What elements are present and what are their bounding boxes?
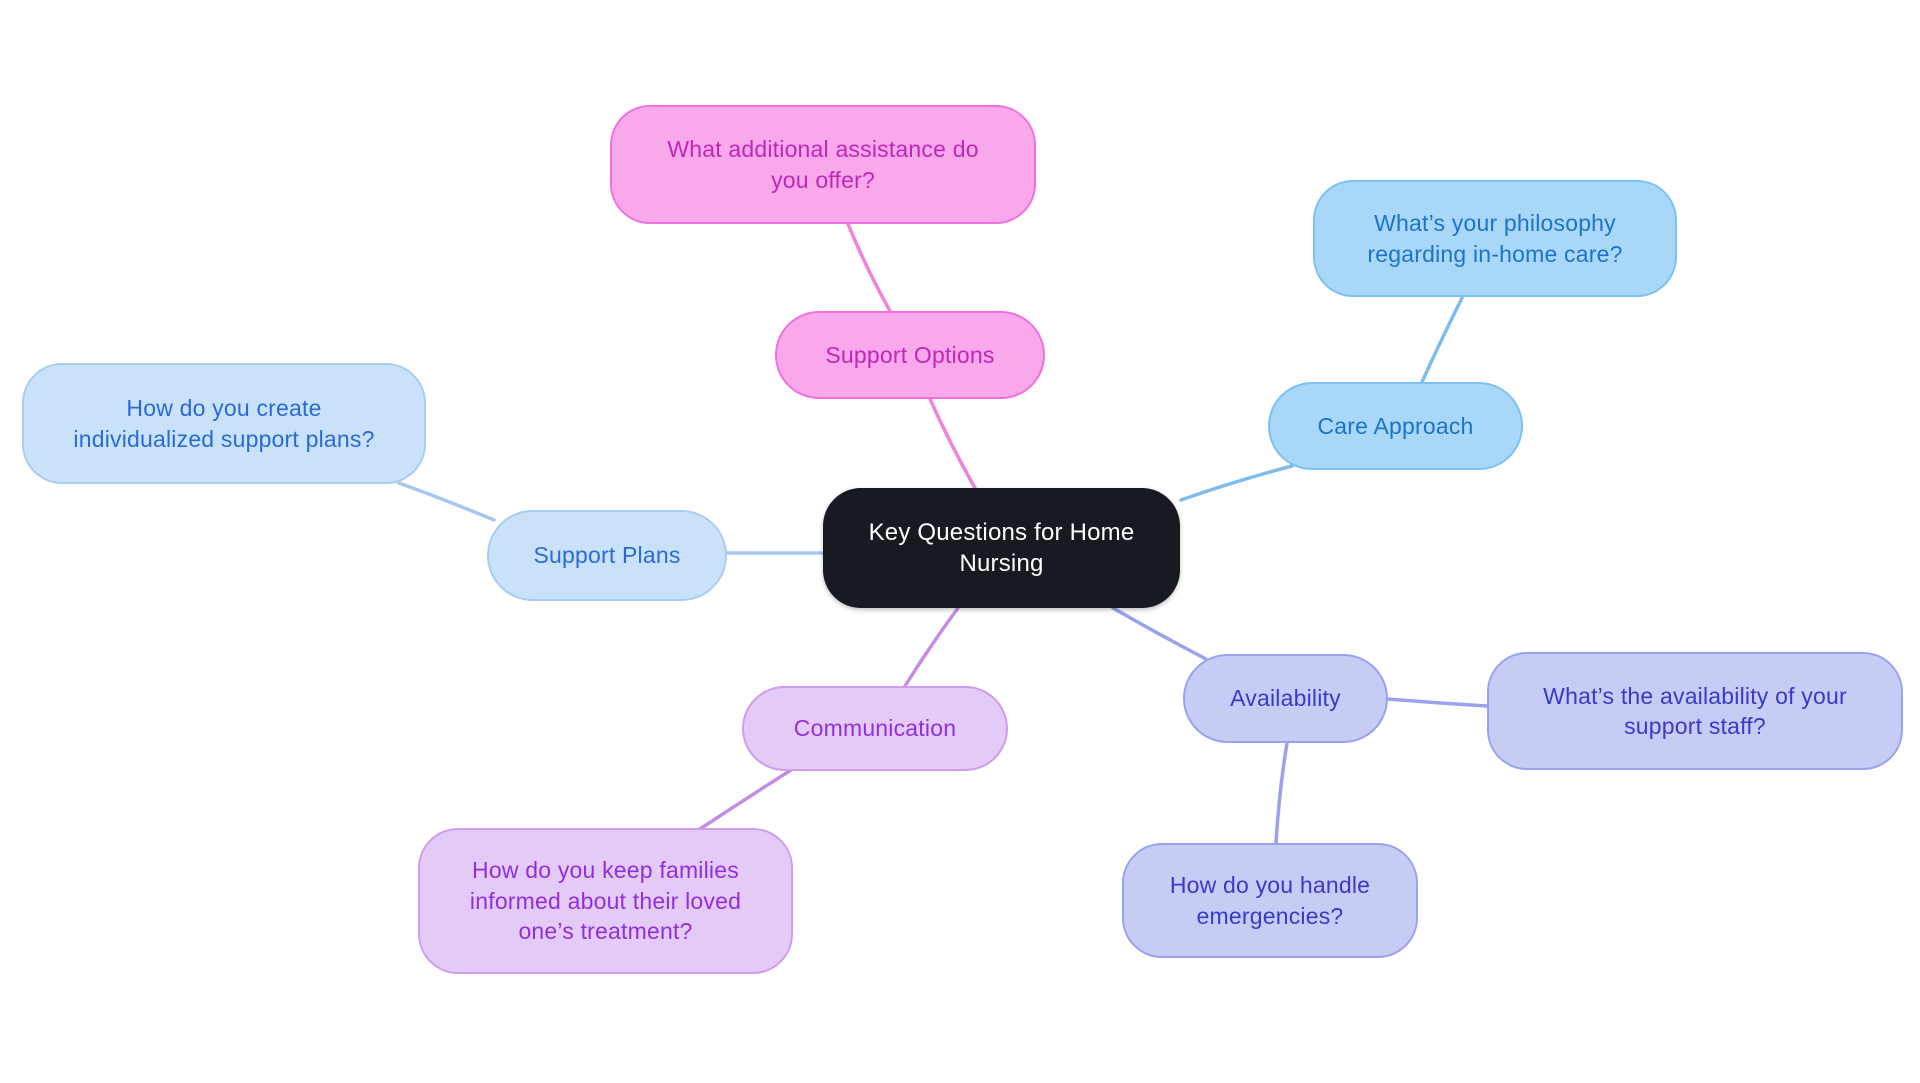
node-communication-label: Communication — [793, 715, 957, 742]
node-support-plans-label: Support Plans — [533, 542, 681, 569]
edge-central-availability — [1111, 606, 1208, 661]
node-handle-emergencies[interactable]: How do you handle emergencies? — [1122, 843, 1418, 958]
node-additional-assistance-label: What additional assistance do you offer? — [667, 136, 979, 193]
edge-central-communication — [903, 606, 960, 688]
node-handle-emergencies-label: How do you handle emergencies? — [1169, 872, 1371, 929]
edge-support-plans-child — [397, 481, 496, 522]
node-philosophy-label: What’s your philosophy regarding in-home… — [1367, 210, 1623, 267]
node-central-label: Key Questions for Home Nursing — [868, 518, 1135, 577]
node-availability[interactable]: Availability — [1183, 654, 1388, 743]
node-families-informed-label: How do you keep families informed about … — [469, 857, 742, 945]
node-staff-availability[interactable]: What’s the availability of your support … — [1487, 652, 1903, 770]
node-individualized-plans[interactable]: How do you create individualized support… — [22, 363, 426, 484]
node-availability-label: Availability — [1230, 685, 1341, 712]
edge-care-approach-child — [1420, 296, 1464, 384]
edge-communication-child — [698, 768, 793, 831]
edge-central-support-options — [928, 397, 977, 490]
node-individualized-plans-label: How do you create individualized support… — [73, 395, 375, 452]
node-philosophy[interactable]: What’s your philosophy regarding in-home… — [1313, 180, 1677, 297]
edge-availability-staff — [1386, 697, 1489, 708]
node-care-approach[interactable]: Care Approach — [1268, 382, 1523, 470]
edge-support-options-child — [846, 222, 892, 313]
node-support-options-label: Support Options — [825, 341, 995, 368]
edge-central-care-approach — [1179, 464, 1294, 502]
node-families-informed[interactable]: How do you keep families informed about … — [418, 828, 793, 974]
node-care-approach-label: Care Approach — [1317, 412, 1474, 439]
node-additional-assistance[interactable]: What additional assistance do you offer? — [610, 105, 1036, 224]
node-staff-availability-label: What’s the availability of your support … — [1543, 682, 1847, 739]
node-communication[interactable]: Communication — [742, 686, 1008, 771]
node-support-options[interactable]: Support Options — [775, 311, 1045, 399]
node-central-topic[interactable]: Key Questions for Home Nursing — [823, 488, 1180, 608]
edge-availability-emergencies — [1274, 741, 1289, 845]
node-support-plans[interactable]: Support Plans — [487, 510, 727, 601]
